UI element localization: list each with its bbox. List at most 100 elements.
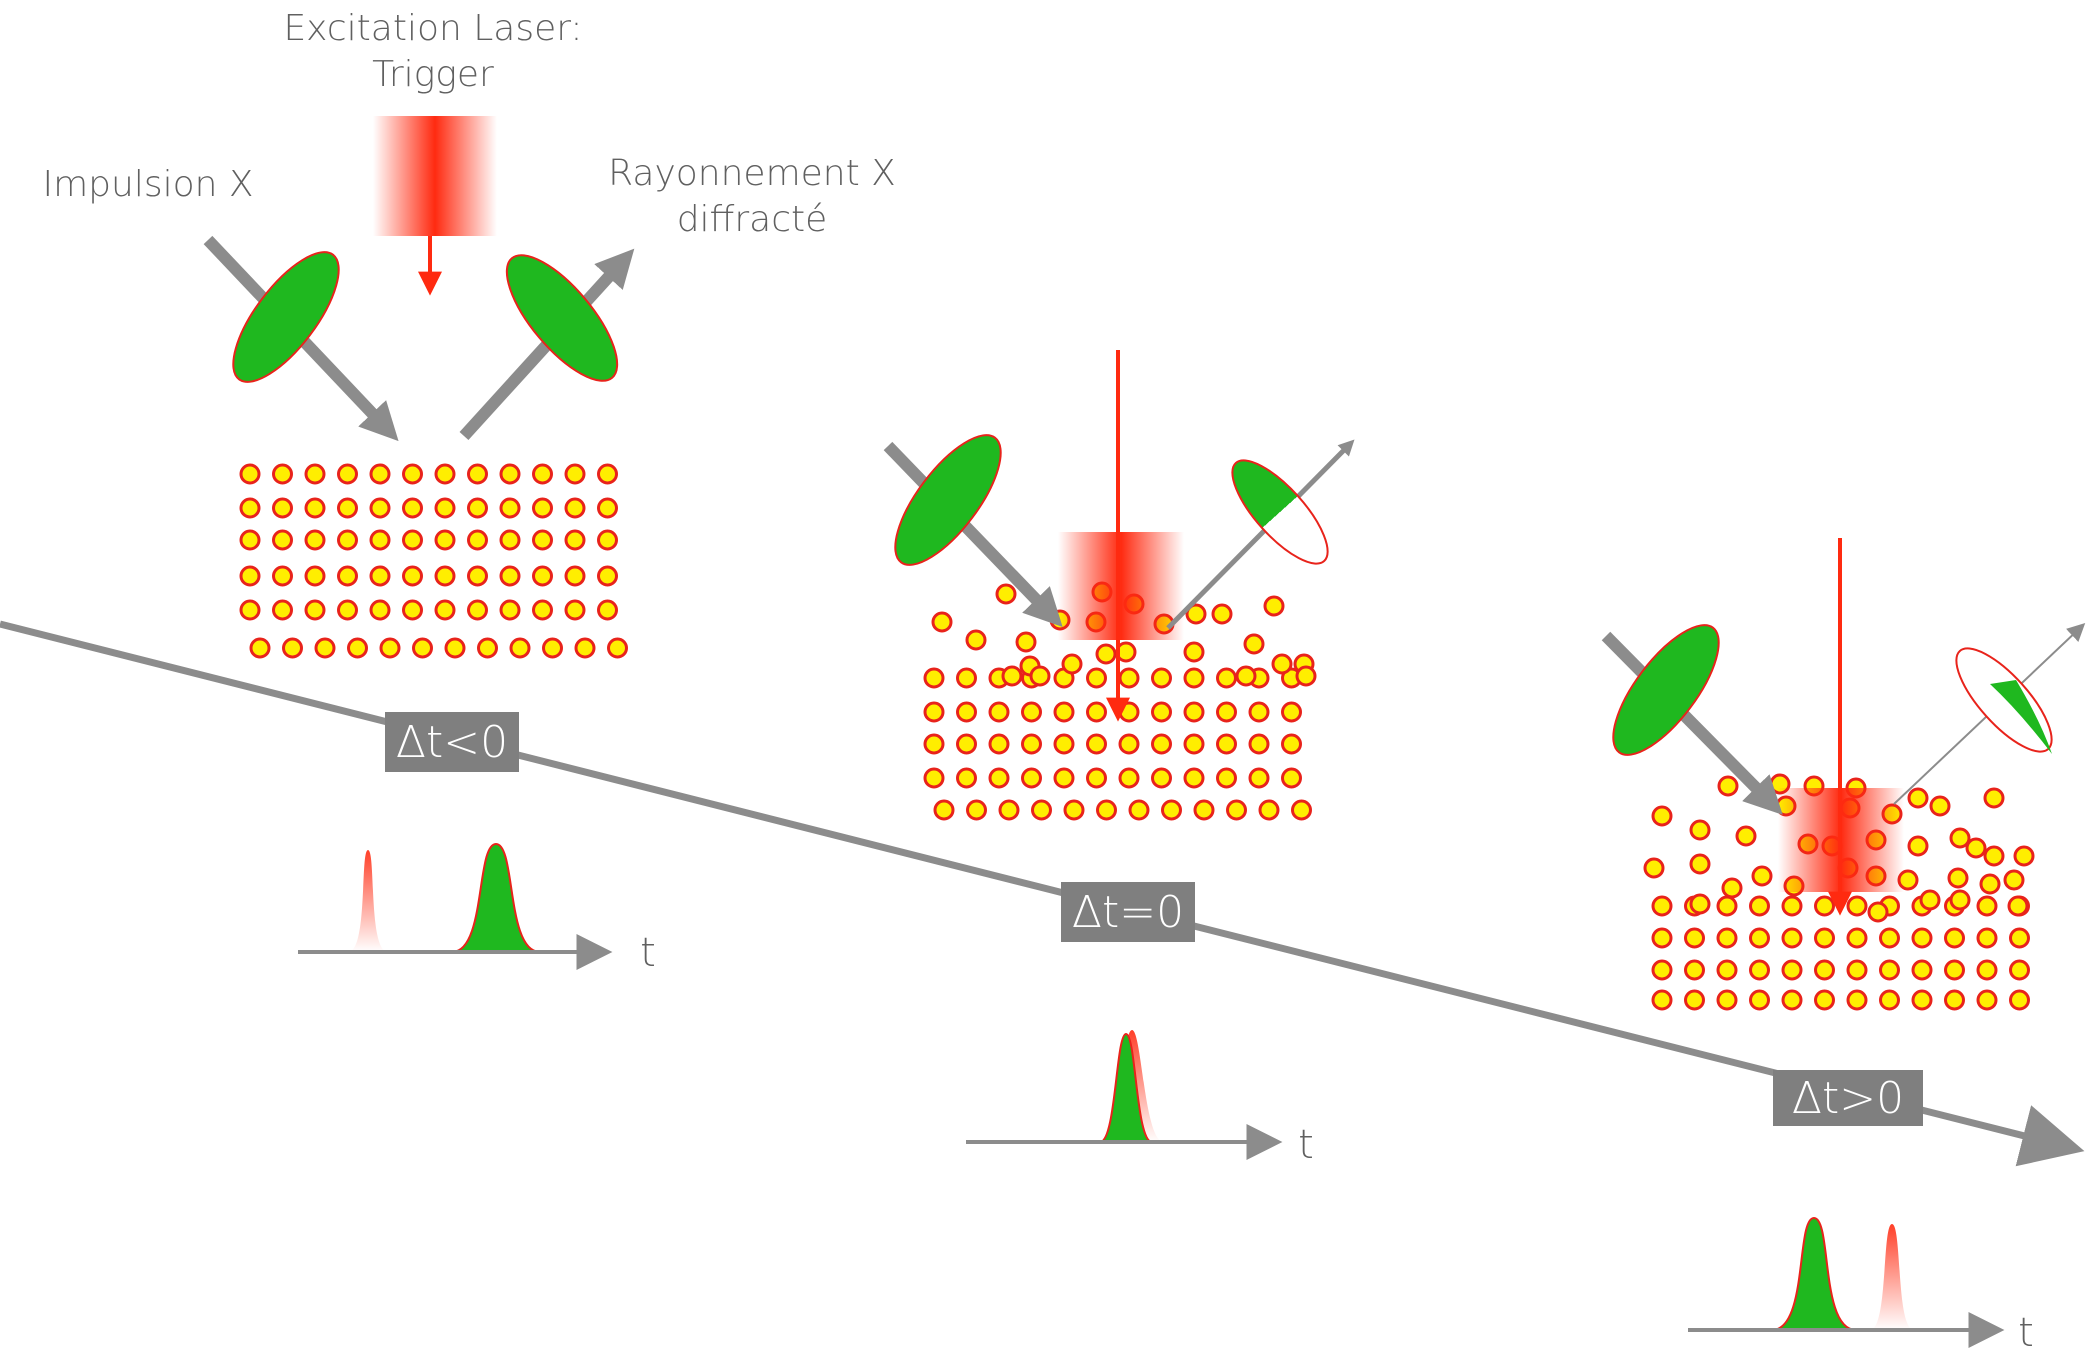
atom — [272, 565, 293, 587]
atom — [998, 799, 1020, 821]
atom — [1684, 959, 1705, 981]
delay-badge-negative: Δt<0 — [385, 712, 519, 772]
atom — [1684, 989, 1705, 1011]
atom — [1258, 799, 1280, 821]
atom — [1879, 959, 1900, 981]
atom — [1281, 701, 1302, 723]
atom — [1879, 927, 1900, 949]
atom — [272, 497, 293, 519]
atom — [1031, 799, 1052, 821]
atom — [2003, 869, 2025, 891]
atom — [1096, 799, 1117, 821]
atom — [499, 599, 521, 621]
atom — [564, 497, 586, 519]
atom — [966, 799, 987, 821]
atom — [1161, 799, 1182, 821]
atom — [1183, 641, 1205, 663]
atom — [304, 599, 326, 621]
atom — [2007, 895, 2029, 917]
atom — [1846, 895, 1868, 917]
svg-text:Δt>0: Δt>0 — [1792, 1073, 1904, 1124]
atom — [1947, 867, 1969, 889]
atom — [1979, 873, 2001, 895]
atom — [509, 637, 531, 659]
atom — [402, 497, 423, 519]
diffracted-xray-pulse-fill — [1990, 680, 2052, 754]
atom — [1911, 927, 1933, 949]
atom — [1716, 989, 1738, 1011]
atom — [2013, 845, 2035, 867]
atom — [933, 799, 955, 821]
atom — [239, 599, 261, 621]
atom — [1021, 733, 1042, 755]
atom — [499, 497, 521, 519]
atom — [1086, 733, 1107, 755]
atom — [1965, 837, 1987, 859]
atom — [1911, 959, 1933, 981]
atom — [1248, 701, 1270, 723]
atom — [1944, 927, 1965, 949]
atom — [402, 463, 423, 485]
atom — [988, 767, 1010, 789]
atom — [434, 497, 456, 519]
xray-in-label: Impulsion X — [42, 164, 253, 205]
atom — [1749, 895, 1770, 917]
atom — [434, 565, 456, 587]
atom — [1183, 767, 1205, 789]
atom — [1846, 989, 1868, 1011]
atom — [1151, 701, 1172, 723]
atom — [1015, 631, 1037, 653]
atom — [239, 529, 261, 551]
atom — [304, 529, 326, 551]
atom — [1689, 819, 1711, 841]
atom — [1651, 989, 1673, 1011]
atom — [1118, 667, 1140, 689]
atom — [988, 733, 1010, 755]
atom — [337, 463, 358, 485]
atom — [444, 637, 466, 659]
atom — [1944, 989, 1965, 1011]
atom — [1021, 701, 1042, 723]
excitation-laser-spot — [1058, 532, 1184, 640]
atom — [607, 637, 628, 659]
atom — [434, 529, 456, 551]
atom — [1781, 959, 1803, 981]
atom — [1814, 927, 1835, 949]
atom — [1846, 959, 1868, 981]
atom — [564, 599, 586, 621]
atom — [1211, 603, 1233, 625]
atom — [1976, 959, 1998, 981]
atom — [1643, 857, 1665, 879]
atom — [1021, 767, 1042, 789]
timing-plot-negative-delay: t — [298, 842, 656, 976]
atom — [402, 599, 423, 621]
atom — [1735, 825, 1757, 847]
atom — [532, 599, 553, 621]
atom — [597, 497, 618, 519]
delay-badge-zero: Δt=0 — [1061, 882, 1195, 942]
atom — [272, 463, 293, 485]
atom — [1151, 767, 1172, 789]
xray-out-label-line1: Rayonnement X — [608, 153, 896, 194]
atom — [1151, 733, 1172, 755]
atom — [499, 463, 521, 485]
atom — [239, 565, 261, 587]
atom — [369, 463, 391, 485]
atom — [1118, 767, 1140, 789]
atom — [1651, 895, 1673, 917]
diffracted-xray-arrow — [1166, 439, 1355, 630]
incident-xray-arrow — [1601, 631, 1783, 815]
atom — [304, 463, 326, 485]
atom — [1716, 959, 1738, 981]
atom — [1095, 643, 1117, 665]
atom — [402, 529, 423, 551]
atom — [1689, 893, 1711, 915]
atom — [1216, 701, 1237, 723]
atom — [1263, 595, 1285, 617]
atom — [434, 463, 456, 485]
atom — [379, 637, 401, 659]
atom — [1243, 633, 1265, 655]
atom — [956, 701, 977, 723]
atom — [532, 529, 553, 551]
